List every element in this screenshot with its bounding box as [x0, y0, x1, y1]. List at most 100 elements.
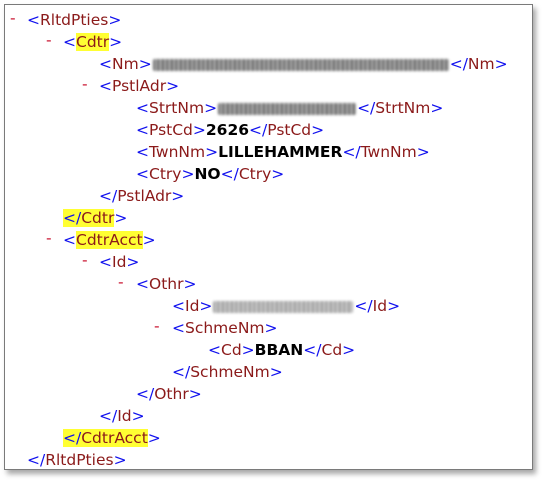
tag-name: Cd: [321, 341, 343, 359]
xml-node-pstladr-open: <PstlAdr>: [99, 75, 179, 97]
bracket: <: [27, 11, 40, 29]
xml-node-schmenm-close: </SchmeNm>: [172, 361, 283, 383]
bracket: </: [354, 297, 373, 315]
bracket: >: [494, 55, 508, 73]
redacted-value: [218, 102, 357, 115]
xml-node-cd: <Cd>BBAN</Cd>: [208, 339, 355, 361]
tag-name: Nm: [112, 55, 139, 73]
bracket: <: [172, 297, 185, 315]
bracket: >: [271, 165, 285, 183]
bracket: </: [27, 451, 46, 469]
tag-name-highlighted: Cdtr: [81, 209, 115, 227]
bracket: </: [63, 429, 82, 447]
tag-name: PstCd: [149, 121, 193, 139]
tag-name-highlighted: CdtrAcct: [76, 231, 143, 249]
tag-name: Othr: [154, 385, 189, 403]
xml-node-strtnm: <StrtNm></StrtNm>: [136, 97, 443, 119]
xml-node-cdtr-open: <Cdtr>: [63, 31, 122, 53]
xml-node-pstcd: <PstCd>2626</PstCd>: [136, 119, 324, 141]
bracket: >: [192, 121, 206, 139]
tag-name: TwnNm: [149, 143, 206, 161]
bracket: >: [416, 143, 430, 161]
bracket: >: [171, 187, 185, 205]
collapse-toggle-id[interactable]: -: [82, 251, 88, 269]
tag-name: Id: [185, 297, 200, 315]
collapse-toggle-cdtr[interactable]: -: [46, 31, 52, 49]
bracket: </: [357, 99, 376, 117]
bracket: >: [199, 297, 213, 315]
xml-tree-view: - <RltdPties> - <Cdtr> <Nm></Nm> - <Pstl…: [4, 4, 533, 470]
tag-name: Cd: [221, 341, 242, 359]
tag-name: RltdPties: [40, 11, 109, 29]
collapse-toggle-schmenm[interactable]: -: [154, 317, 160, 335]
bracket: <: [136, 143, 149, 161]
bracket: >: [183, 275, 197, 293]
collapse-toggle-cdtracct[interactable]: -: [46, 229, 52, 247]
collapse-toggle-pstladr[interactable]: -: [82, 75, 88, 93]
bracket: <: [99, 55, 112, 73]
xml-node-nm: <Nm></Nm>: [99, 53, 508, 75]
bracket: <: [136, 121, 149, 139]
bracket: <: [63, 231, 76, 249]
bracket: >: [114, 209, 128, 227]
bracket: </: [172, 363, 191, 381]
redacted-value: [152, 58, 449, 71]
tag-name: Id: [117, 407, 132, 425]
bracket: >: [108, 11, 122, 29]
xml-node-cdtr-close: </Cdtr>: [63, 207, 127, 229]
tag-name: SchmeNm: [190, 363, 270, 381]
bracket: >: [342, 341, 356, 359]
tag-name: Id: [112, 253, 127, 271]
bracket: </: [99, 187, 118, 205]
xml-node-id-close: </Id>: [99, 405, 145, 427]
collapse-toggle-rltdpties[interactable]: -: [10, 9, 16, 27]
bracket: </: [63, 209, 82, 227]
bracket: >: [181, 165, 195, 183]
xml-node-pstladr-close: </PstlAdr>: [99, 185, 184, 207]
bracket: </: [99, 407, 118, 425]
tag-name: PstlAdr: [117, 187, 172, 205]
collapse-toggle-othr[interactable]: -: [118, 273, 124, 291]
xml-node-rltdpties-open: <RltdPties>: [27, 9, 121, 31]
bracket: <: [99, 77, 112, 95]
xml-node-id-open: <Id>: [99, 251, 139, 273]
bracket: <: [136, 275, 149, 293]
bracket: >: [109, 33, 123, 51]
xml-node-othr-close: </Othr>: [136, 383, 202, 405]
bracket: </: [136, 385, 155, 403]
tag-name: Ctry: [238, 165, 272, 183]
tag-name: Nm: [467, 55, 495, 73]
bracket: </: [449, 55, 468, 73]
bracket: <: [136, 99, 149, 117]
tag-name: PstCd: [267, 121, 312, 139]
bracket: <: [208, 341, 221, 359]
tag-name: RltdPties: [45, 451, 114, 469]
xml-node-rltdpties-close: </RltdPties>: [27, 449, 127, 471]
bracket: </: [220, 165, 239, 183]
element-value: NO: [194, 165, 221, 183]
bracket: >: [264, 319, 278, 337]
tag-name: Ctry: [149, 165, 182, 183]
bracket: <: [99, 253, 112, 271]
bracket: >: [387, 297, 401, 315]
xml-node-ctry: <Ctry>NO</Ctry>: [136, 163, 284, 185]
bracket: </: [303, 341, 322, 359]
bracket: >: [241, 341, 255, 359]
bracket: >: [430, 99, 444, 117]
bracket: </: [249, 121, 268, 139]
bracket: </: [342, 143, 361, 161]
element-value: 2626: [205, 121, 250, 139]
bracket: >: [138, 55, 152, 73]
xml-node-cdtracct-close: </CdtrAcct>: [63, 427, 161, 449]
bracket: >: [142, 231, 156, 249]
xml-node-twnnm: <TwnNm>LILLEHAMMER</TwnNm>: [136, 141, 430, 163]
xml-node-othr-open: <Othr>: [136, 273, 196, 295]
tag-name: TwnNm: [360, 143, 417, 161]
tag-name-highlighted: Cdtr: [76, 33, 110, 51]
tag-name: Othr: [149, 275, 184, 293]
bracket: >: [269, 363, 283, 381]
redacted-value: [213, 300, 354, 313]
tag-name: StrtNm: [149, 99, 205, 117]
tag-name-highlighted: CdtrAcct: [81, 429, 148, 447]
xml-node-schmenm-open: <SchmeNm>: [172, 317, 278, 339]
